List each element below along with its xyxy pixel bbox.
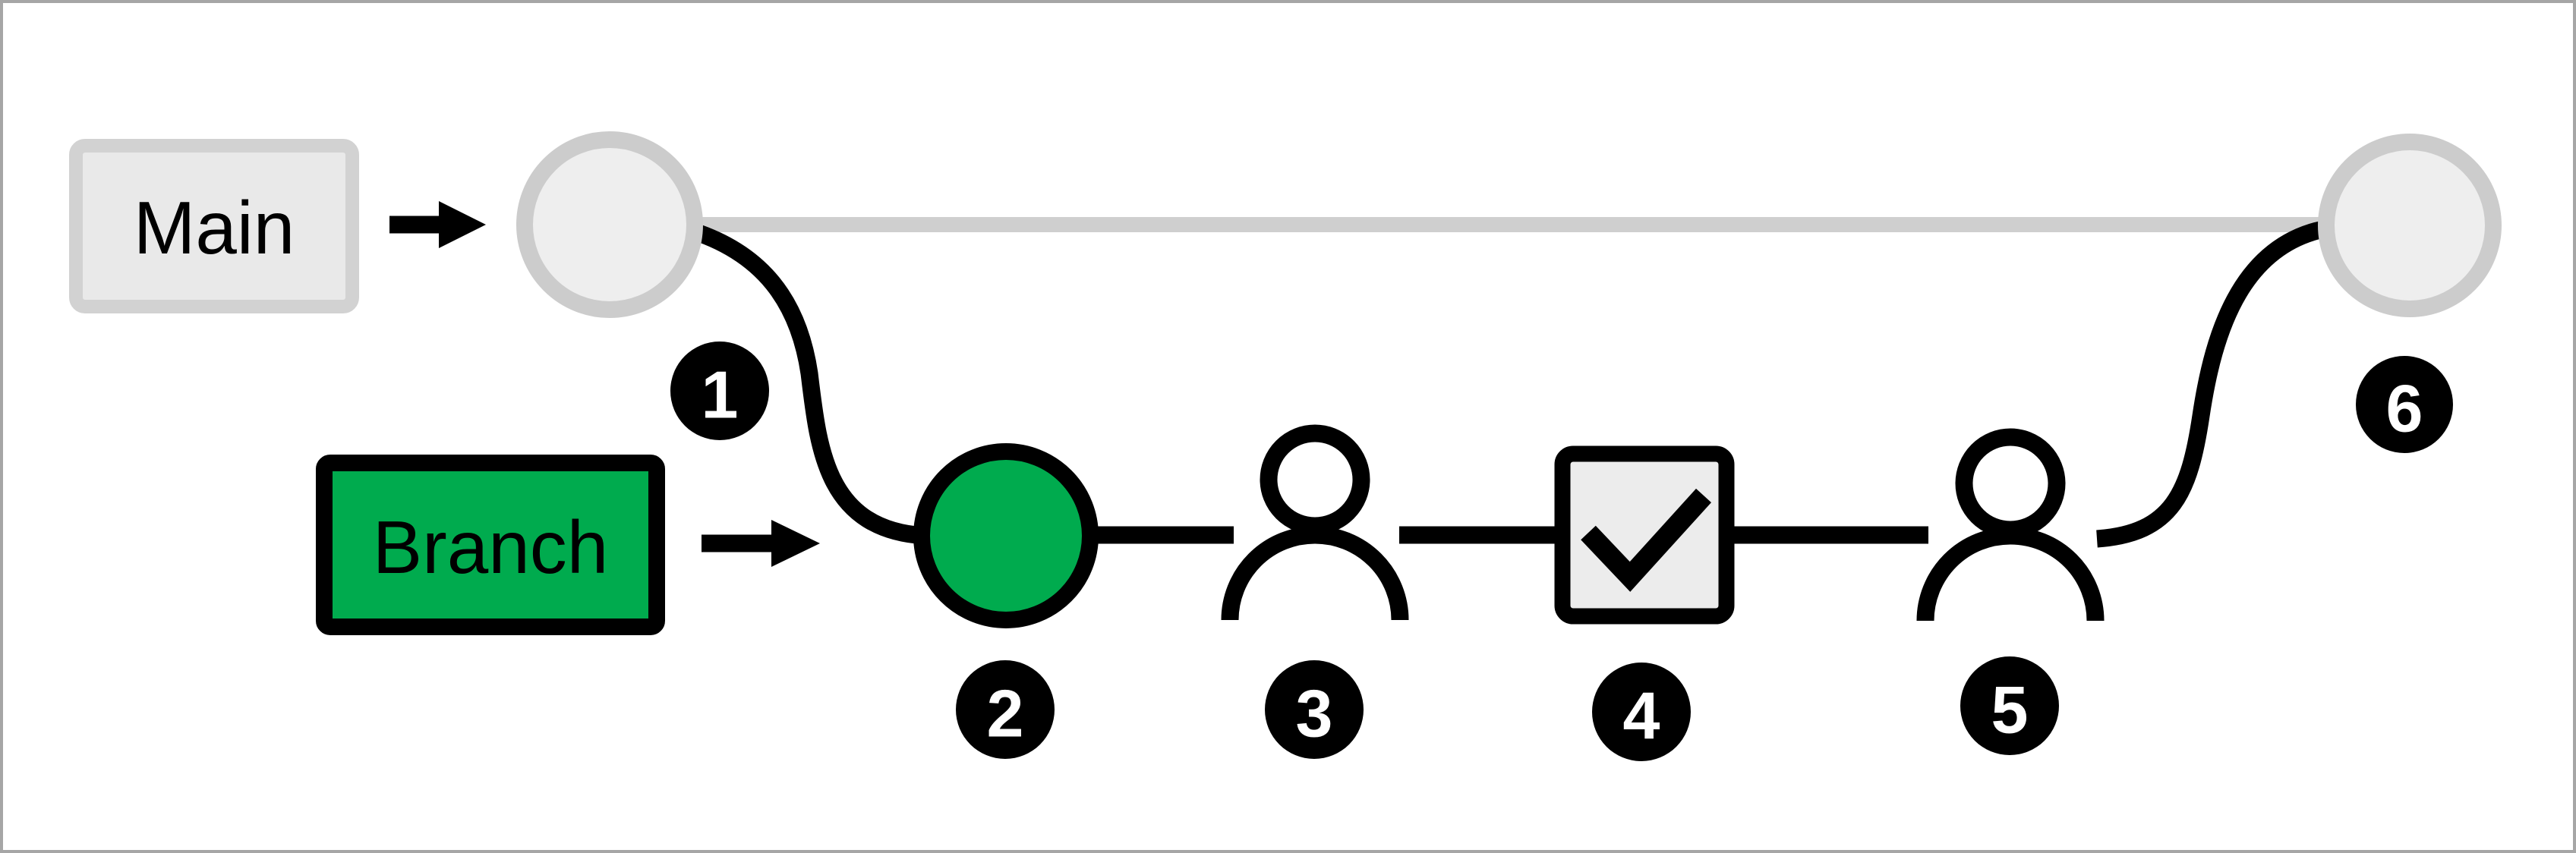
badge-number: 1 [702, 357, 739, 433]
person-head [1260, 424, 1370, 535]
arrow-head [439, 201, 486, 248]
main-label: Main [69, 139, 359, 313]
step-badge-4: 4 [1592, 663, 1691, 761]
branch-off-curve [684, 220, 925, 545]
step-badge-5: 5 [1960, 656, 2059, 755]
commit-node-branch [913, 443, 1099, 628]
person-icon [1221, 424, 1409, 621]
badge-number: 2 [987, 676, 1024, 751]
badge-number: 3 [1296, 676, 1333, 751]
branch-label-text: Branch [373, 505, 609, 589]
badge-circle [1265, 660, 1364, 759]
checkmark-checkbox-icon [1554, 445, 1735, 625]
badge-number: 5 [1991, 672, 2029, 748]
commit-node-main-end [2318, 134, 2502, 317]
right-arrow-icon [389, 201, 486, 248]
branch-label-box [316, 455, 665, 635]
person-shoulders [1916, 527, 2105, 622]
badge-number: 4 [1623, 678, 1660, 754]
commit-node-main-start [516, 131, 703, 318]
main-label-box [69, 139, 359, 313]
badge-number: 6 [2386, 371, 2423, 446]
merge-curve [2096, 217, 2347, 548]
person-icon [1916, 428, 2105, 622]
arrow-head [771, 520, 820, 567]
checkbox-box [1554, 445, 1735, 625]
badge-circle [956, 660, 1055, 759]
branch-label: Branch [316, 455, 665, 635]
step-badge-1: 1 [670, 342, 769, 440]
person-shoulders [1221, 526, 1409, 621]
badge-circle [1960, 656, 2059, 755]
main-label-text: Main [134, 186, 295, 269]
badge-circle [2356, 356, 2453, 453]
step-badge-6: 6 [2356, 356, 2453, 453]
right-arrow-icon [702, 520, 820, 567]
badge-circle [670, 342, 769, 440]
badge-circle [1592, 663, 1691, 761]
step-badge-2: 2 [956, 660, 1055, 759]
checkmark [1581, 488, 1712, 592]
step-badge-3: 3 [1265, 660, 1364, 759]
